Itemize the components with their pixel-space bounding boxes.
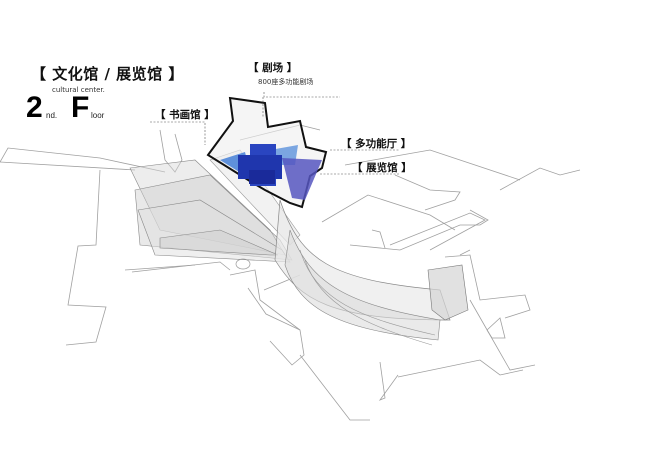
leader-lines <box>150 92 400 175</box>
callout-theater-note: 800座多功能剧场 <box>258 78 314 86</box>
page-title: 【 文化馆 / 展览馆 】 <box>31 65 184 83</box>
floor-suffix: nd. <box>46 111 58 120</box>
roundabout <box>235 258 251 270</box>
grey-volumes <box>129 149 301 263</box>
callout-multipurpose: 【 多功能厅 】 <box>341 138 412 150</box>
callout-calligraphy: 【 书画馆 】 <box>155 109 215 121</box>
subtitle: cultural center. <box>52 86 105 94</box>
callout-theater: 【 剧场 】 <box>248 62 298 74</box>
callout-exhibition: 【 展览馆 】 <box>352 162 412 174</box>
floor-letter: F <box>71 91 90 124</box>
site-context-lines <box>0 124 581 421</box>
curved-ribbon <box>274 199 469 346</box>
floor-rest: loor <box>91 111 105 120</box>
blue-volumes <box>220 144 322 200</box>
floor-number: 2 <box>26 91 43 124</box>
